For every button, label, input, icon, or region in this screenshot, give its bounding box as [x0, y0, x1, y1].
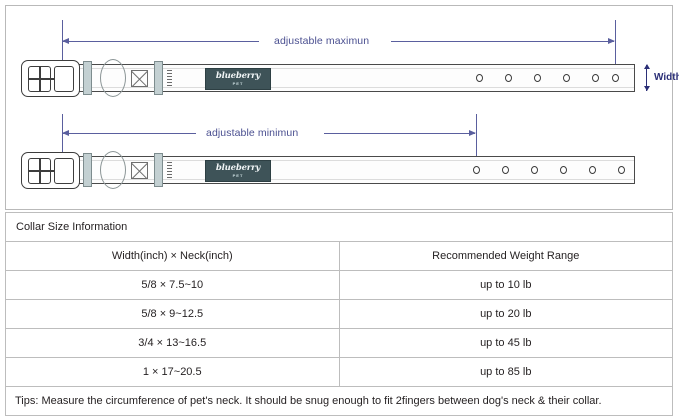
collar-hole-max: [612, 74, 619, 82]
collar-brand-tag-min: blueberry PET: [205, 160, 271, 182]
collar-hole-max: [534, 74, 541, 82]
width-caliper-line: [646, 65, 647, 91]
collar-hole-min: [531, 166, 538, 174]
cell-size: 5/8 × 7.5~10: [5, 270, 340, 300]
cell-weight: up to 85 lb: [338, 357, 673, 387]
collar-buckle-min: [21, 152, 80, 189]
brand-sub-min: PET: [232, 173, 244, 178]
dim-arrow-left-min: [62, 130, 69, 136]
cell-weight: up to 45 lb: [338, 328, 673, 358]
collar-keeper-2-min: [154, 153, 163, 187]
collar-hole-max: [505, 74, 512, 82]
table-row-title: Collar Size Information: [5, 212, 673, 242]
collar-hole-min: [560, 166, 567, 174]
buckle-frame-right-min: [54, 158, 74, 184]
collar-diagram-maximum: adjustable maximun: [6, 8, 679, 108]
dim-arrow-left-max: [62, 38, 69, 44]
cell-weight: up to 10 lb: [338, 270, 673, 300]
collar-x-stitch-min: [131, 162, 148, 179]
dim-label-maximum: adjustable maximun: [274, 35, 370, 47]
collar-hole-min: [502, 166, 509, 174]
table-row: 5/8 × 7.5~10 up to 10 lb: [5, 270, 673, 300]
collar-stitch-hash-max: [167, 70, 172, 87]
dim-line-right-min: [324, 133, 475, 134]
buckle-tongue-max: [28, 78, 55, 80]
collar-hole-min: [473, 166, 480, 174]
collar-diagram-panel: adjustable maximun: [5, 5, 679, 210]
collar-hole-min: [618, 166, 625, 174]
collar-size-table: Collar Size Information Width(inch) × Ne…: [5, 212, 673, 416]
cell-size: 1 × 17~20.5: [5, 357, 340, 387]
table-title: Collar Size Information: [5, 212, 673, 242]
collar-hole-max: [563, 74, 570, 82]
dim-line-left-min: [63, 133, 196, 134]
width-label: Width: [654, 72, 679, 83]
collar-keeper-2-max: [154, 61, 163, 95]
dim-arrow-right-max: [608, 38, 615, 44]
collar-hole-max: [476, 74, 483, 82]
brand-name-max: blueberry: [215, 71, 261, 81]
table-tip-text: Tips: Measure the circumference of pet's…: [5, 386, 673, 416]
dim-line-left-max: [63, 41, 259, 42]
collar-d-ring-min: [100, 151, 126, 189]
collar-d-ring-max: [100, 59, 126, 97]
table-row: 3/4 × 13~16.5 up to 45 lb: [5, 328, 673, 358]
cell-weight: up to 20 lb: [338, 299, 673, 329]
collar-brand-tag-max: blueberry PET: [205, 68, 271, 90]
strap-seam-bottom-max: [63, 87, 634, 88]
dim-extension-right-max: [615, 20, 616, 80]
collar-diagram-minimum: adjustable minimun blueberry PET: [6, 106, 672, 206]
width-caliper-arrow-up: [644, 64, 650, 69]
collar-hole-min: [589, 166, 596, 174]
table-row: 1 × 17~20.5 up to 85 lb: [5, 357, 673, 387]
strap-seam-top-max: [63, 68, 634, 69]
strap-seam-bottom-min: [63, 179, 634, 180]
table-row-tip: Tips: Measure the circumference of pet's…: [5, 386, 673, 416]
buckle-post-max: [39, 66, 41, 92]
strap-seam-top-min: [63, 160, 634, 161]
buckle-tongue-min: [28, 170, 55, 172]
dim-extension-left-min: [62, 114, 63, 162]
table-row-header: Width(inch) × Neck(inch) Recommended Wei…: [5, 241, 673, 271]
buckle-frame-right-max: [54, 66, 74, 92]
collar-keeper-1-max: [83, 61, 92, 95]
collar-keeper-1-min: [83, 153, 92, 187]
collar-hole-max: [592, 74, 599, 82]
collar-buckle-max: [21, 60, 80, 97]
collar-x-stitch-max: [131, 70, 148, 87]
table-row: 5/8 × 9~12.5 up to 20 lb: [5, 299, 673, 329]
column-header-weight: Recommended Weight Range: [338, 241, 673, 271]
cell-size: 3/4 × 13~16.5: [5, 328, 340, 358]
width-caliper-arrow-down: [644, 86, 650, 91]
collar-stitch-hash-min: [167, 162, 172, 179]
dim-line-right-max: [391, 41, 614, 42]
buckle-post-min: [39, 158, 41, 184]
brand-sub-max: PET: [232, 81, 244, 86]
dim-extension-right-min: [476, 114, 477, 182]
dim-arrow-right-min: [469, 130, 476, 136]
cell-size: 5/8 × 9~12.5: [5, 299, 340, 329]
brand-name-min: blueberry: [215, 163, 261, 173]
column-header-size: Width(inch) × Neck(inch): [5, 241, 340, 271]
dim-label-minimum: adjustable minimun: [206, 127, 299, 139]
